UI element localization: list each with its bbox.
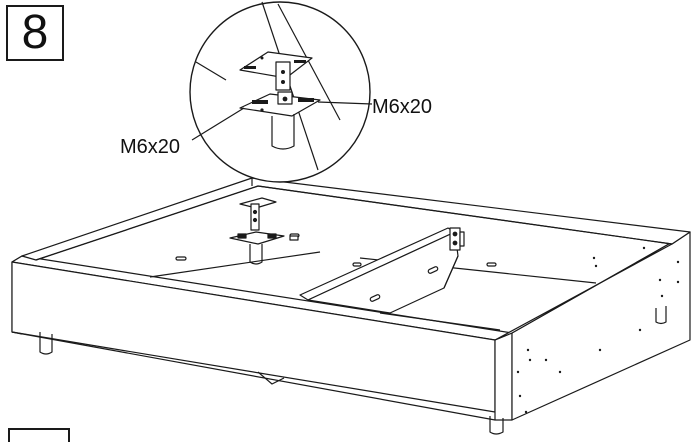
center-leg-bracket	[229, 197, 299, 265]
detail-magnifier	[189, 1, 373, 183]
step-number: 8	[21, 6, 49, 59]
step-number-box: 8	[6, 5, 64, 61]
next-step-box	[8, 428, 70, 442]
bed-frame	[11, 177, 691, 435]
bolt-callout-left: M6x20	[120, 136, 181, 158]
bolt-callout-right: M6x20	[372, 96, 433, 118]
